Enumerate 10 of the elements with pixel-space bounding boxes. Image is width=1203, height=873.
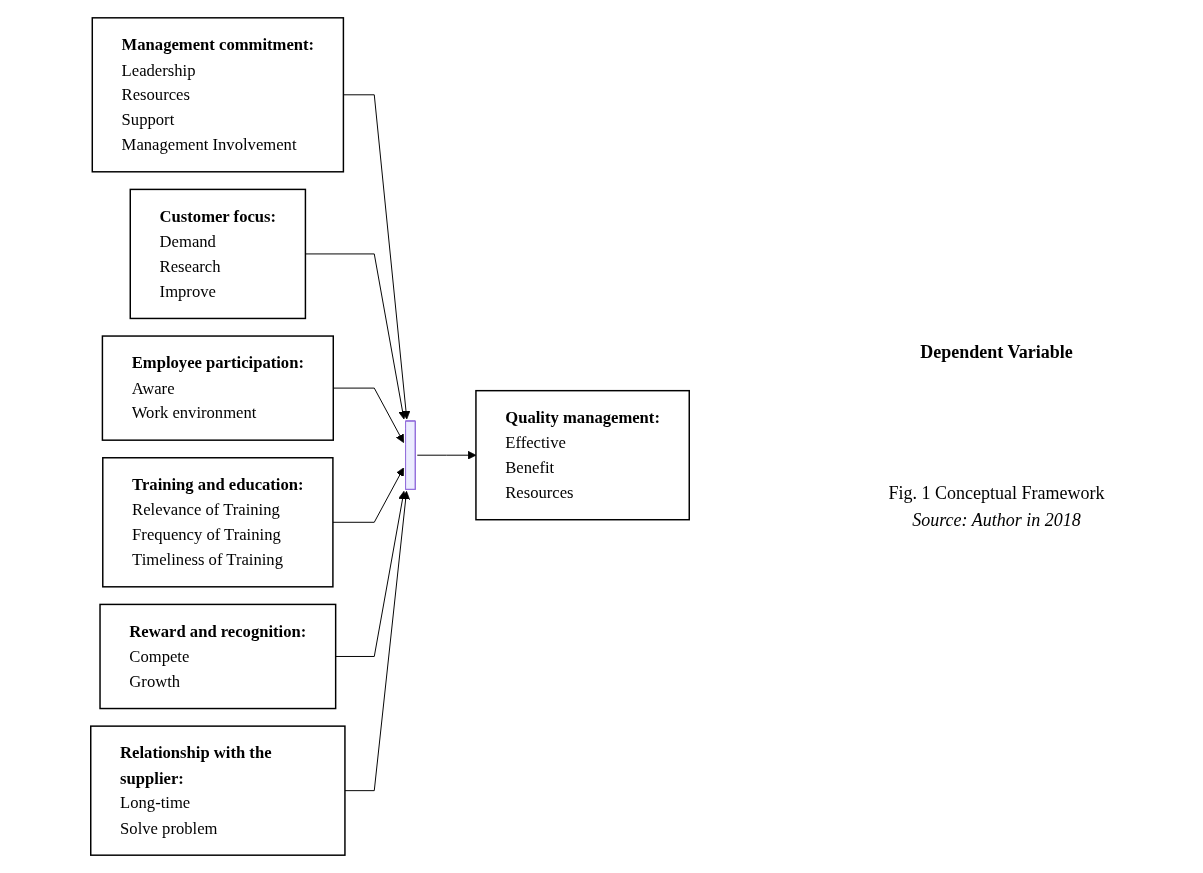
node-box: Training and education: Relevance of Training Frequency of Training Timeliness of Training [102, 457, 334, 588]
node-box: Customer focus: Demand Research Improve [129, 188, 307, 320]
heading-label: Dependent Variable [919, 342, 1074, 363]
figure-caption: Fig. 1 Conceptual Framework [887, 483, 1106, 504]
node-box: Management commitment: Leadership Resources Support Management Involvement [91, 17, 345, 173]
node-box: Reward and recognition: Compete Growth [99, 603, 337, 710]
node-box: Quality management: Effective Benefit Resources [475, 389, 690, 521]
node-box: Relationship with the supplier: Long-time Solve problem [90, 725, 346, 856]
source-note: Source: Author in 2018 [911, 510, 1082, 531]
node-box: Employee participation: Aware Work environment [101, 335, 334, 441]
